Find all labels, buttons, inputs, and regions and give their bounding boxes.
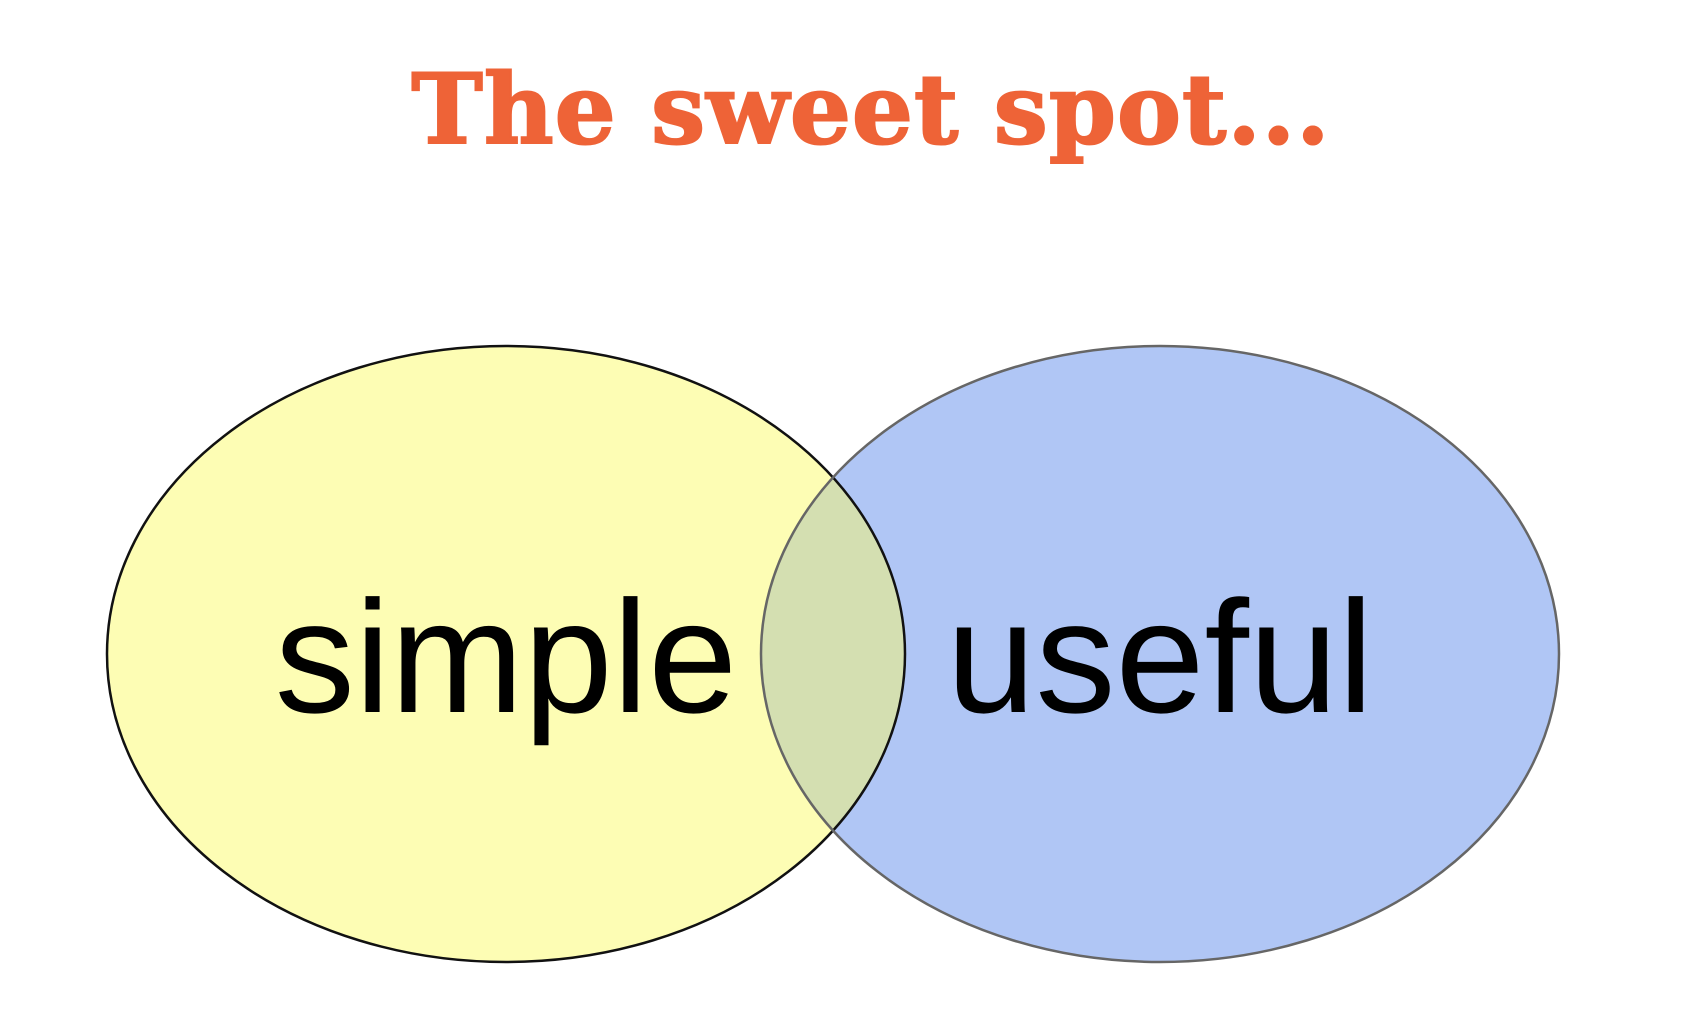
- set-circle-simple: [107, 346, 905, 962]
- set-outline-simple: [105, 344, 907, 964]
- label-useful: useful: [947, 567, 1374, 746]
- slide-title: The sweet spot...: [410, 53, 1331, 166]
- set-outline-useful: [759, 344, 1561, 964]
- label-simple: simple: [275, 567, 737, 746]
- set-circle-useful: [761, 346, 1559, 962]
